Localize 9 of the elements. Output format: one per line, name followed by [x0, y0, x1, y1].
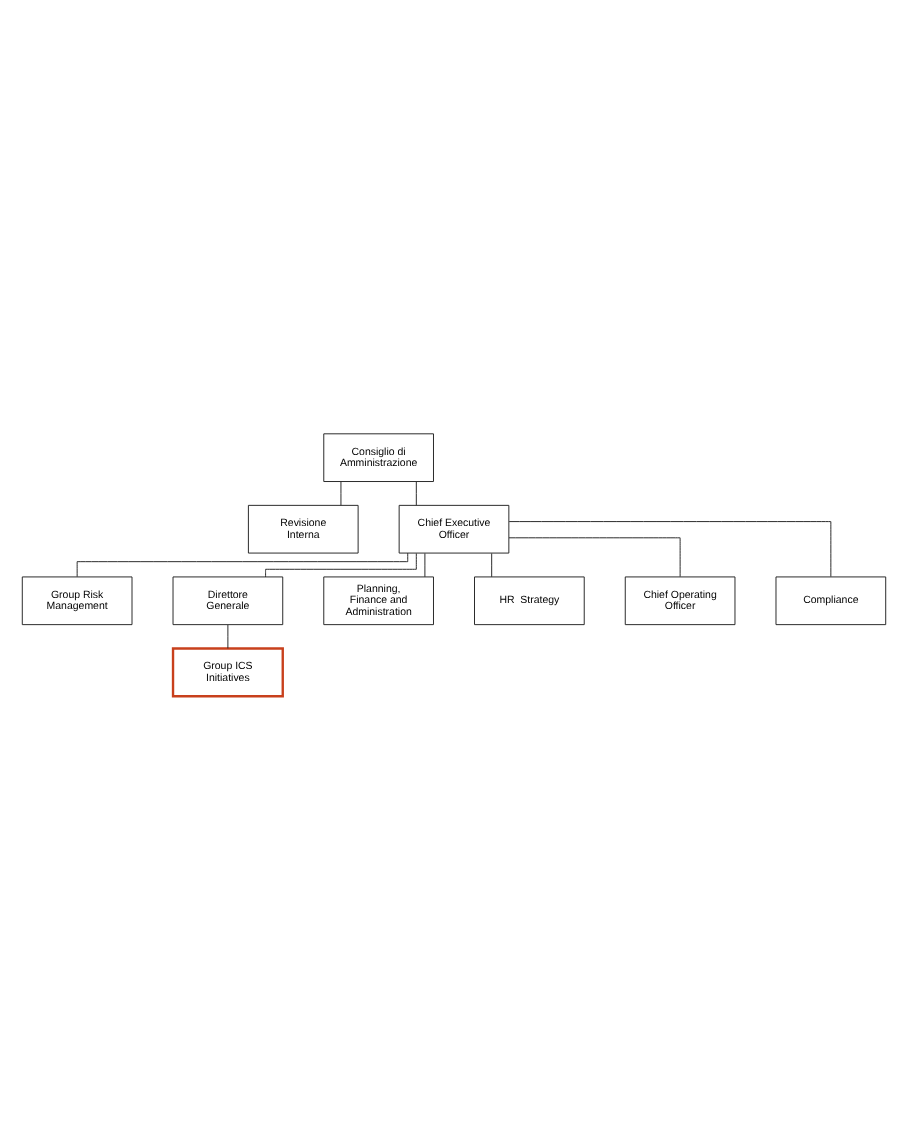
connector: [340, 480, 342, 505]
connector: [424, 551, 426, 577]
connector: [508, 536, 681, 577]
connector: [415, 480, 417, 505]
connector: [227, 623, 229, 648]
connector: [508, 520, 832, 577]
connector: [265, 552, 417, 577]
connector: [491, 551, 493, 577]
connector: [76, 551, 409, 577]
